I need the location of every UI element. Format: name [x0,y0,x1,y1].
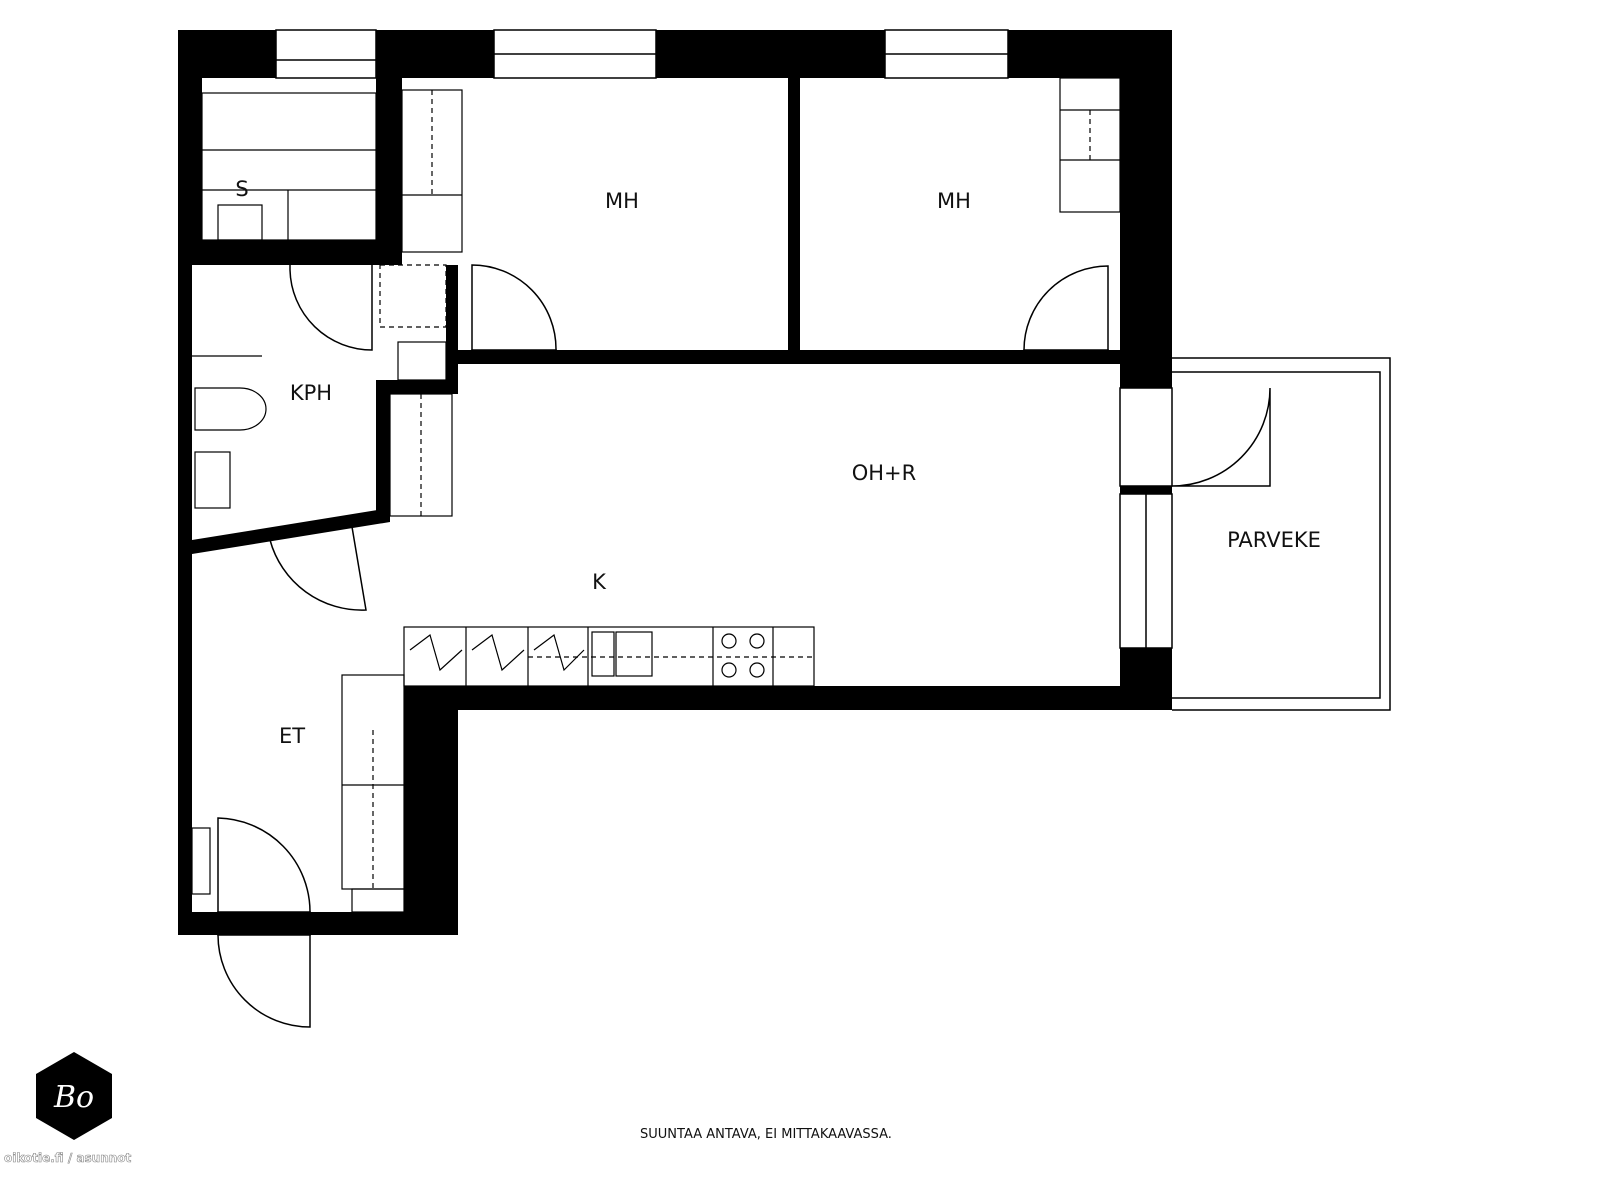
watermark: oikotie.fi / asunnot [4,1151,132,1166]
toilet [194,387,267,431]
electrical-panel [191,827,211,895]
bathroom-sink [194,451,231,509]
stove-burner [721,633,737,649]
room-label-balcony: PARVEKE [1227,528,1321,552]
windows [275,29,1173,649]
room-label-bedroom-1: MH [605,189,639,213]
logo-text: Bo [53,1080,94,1115]
room-label-living: OH+R [852,461,917,485]
sauna-stove [217,204,263,241]
wardrobe [1059,77,1121,213]
shower [379,264,447,328]
sauna-bench [201,92,377,241]
logo-hexagon [36,1052,112,1140]
room-label-entrance: ET [279,724,305,748]
walls [178,30,1172,935]
fixtures [191,77,1121,913]
room-label-sauna: S [235,177,248,201]
doors [217,264,1271,1028]
disclaimer-note: SUUNTAA ANTAVA, EI MITTAKAAVASSA. [640,1127,892,1142]
kitchen-counter [403,626,815,687]
logo: Bo [36,1052,112,1140]
balcony-outline [1172,357,1391,711]
room-label-kitchen: K [592,570,607,594]
kitchen-sink [591,631,615,677]
room-label-bedroom-2: MH [937,189,971,213]
room-label-bathroom: KPH [290,381,332,405]
